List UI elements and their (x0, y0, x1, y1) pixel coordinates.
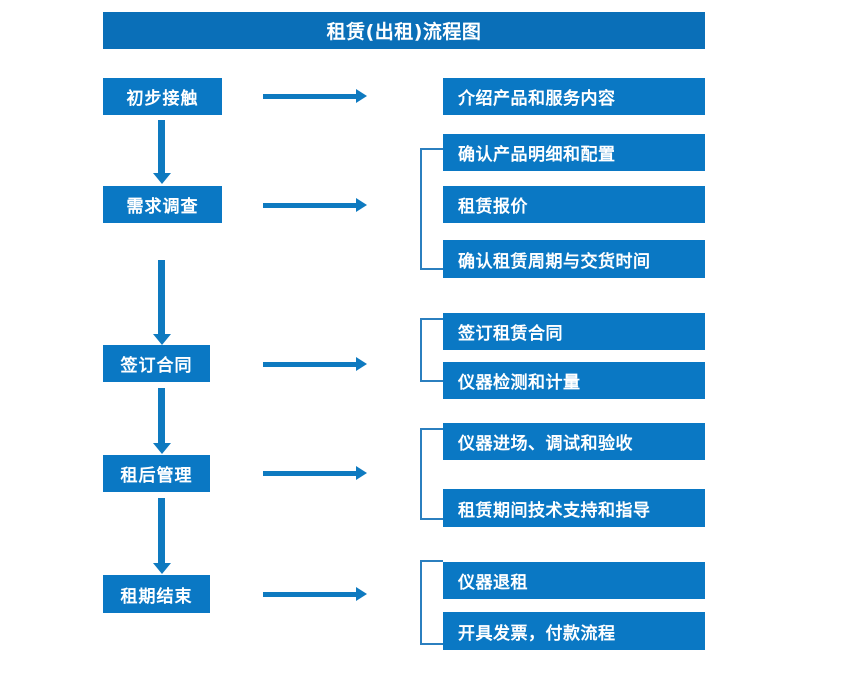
stage-node-initial-contact[interactable]: 初步接触 (103, 78, 222, 115)
detail-node-instrument-entry-commissioning[interactable]: 仪器进场、调试和验收 (443, 423, 705, 460)
detail-node-invoice-payment[interactable]: 开具发票，付款流程 (443, 612, 705, 650)
stage-node-sign-contract[interactable]: 签订合同 (103, 345, 210, 382)
detail-node-rental-quotation[interactable]: 租赁报价 (443, 186, 705, 223)
detail-node-confirm-product-details[interactable]: 确认产品明细和配置 (443, 134, 705, 171)
down-arrow-icon-3 (153, 388, 171, 454)
down-arrow-icon-2 (153, 260, 171, 345)
right-arrow-icon-1 (263, 89, 367, 103)
down-arrow-icon-1 (153, 120, 171, 184)
detail-node-instrument-return[interactable]: 仪器退租 (443, 562, 705, 599)
grouping-bracket-icon-demand-survey (420, 148, 443, 270)
detail-node-introduce-products[interactable]: 介绍产品和服务内容 (443, 78, 705, 115)
right-arrow-icon-4 (263, 466, 367, 480)
stage-node-post-rental-management[interactable]: 租后管理 (103, 455, 210, 492)
right-arrow-icon-2 (263, 198, 367, 212)
detail-node-sign-rental-contract[interactable]: 签订租赁合同 (443, 313, 705, 350)
stage-node-rental-end[interactable]: 租期结束 (103, 575, 210, 613)
down-arrow-icon-4 (153, 498, 171, 574)
right-arrow-icon-3 (263, 357, 367, 371)
right-arrow-icon-5 (263, 587, 367, 601)
detail-node-technical-support[interactable]: 租赁期间技术支持和指导 (443, 489, 705, 527)
grouping-bracket-icon-sign-contract (420, 318, 443, 382)
detail-node-confirm-rental-period[interactable]: 确认租赁周期与交货时间 (443, 240, 705, 278)
detail-node-instrument-inspection[interactable]: 仪器检测和计量 (443, 362, 705, 399)
grouping-bracket-icon-rental-end (420, 560, 443, 645)
stage-node-demand-survey[interactable]: 需求调查 (103, 186, 222, 223)
grouping-bracket-icon-post-rental (420, 428, 443, 520)
page-title: 租赁(出租)流程图 (103, 12, 705, 49)
